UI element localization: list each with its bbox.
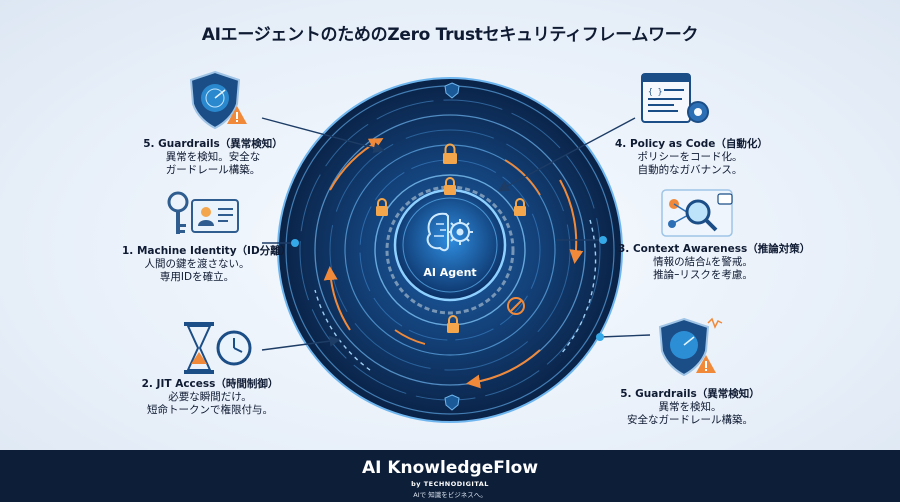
brand-tagline: AIで 知識をビジネスへ。 (413, 491, 487, 499)
key-id-card-icon (167, 191, 239, 234)
node-heading: 2. JIT Access（時間制御） (141, 378, 279, 390)
padlock-icon (376, 198, 388, 216)
padlock-icon (447, 315, 459, 333)
brain-gear-icon (426, 212, 473, 252)
ai-agent-label: AI Agent (423, 266, 477, 279)
node-guardrails-bottom-right: 5. Guardrails（異常検知） 異常を検知。 安全なガードレール構築。 (610, 388, 770, 427)
shield-radar-warning-icon (658, 317, 723, 377)
brand-name: AI KnowledgeFlow (361, 458, 539, 478)
node-machine-identity: 1. Machine Identity（ID分離） 人間の鍵を渡さない。 専用I… (122, 245, 292, 284)
node-line: 専用IDを確立。 (159, 271, 235, 283)
node-jit-access: 2. JIT Access（時間制御） 必要な瞬間だけ。 短命トークンで権限付与… (140, 378, 280, 417)
small-shield-icon (444, 82, 460, 99)
node-heading: 1. Machine Identity（ID分離） (122, 245, 292, 257)
node-line: ポリシーをコード化。 (637, 151, 743, 163)
ai-agent-core (393, 188, 507, 302)
node-line: 自動的なガバナンス。 (637, 164, 743, 176)
node-line: 人間の鍵を渡さない。 (144, 258, 250, 270)
node-line: 推論ｰリスクを考慮。 (653, 269, 753, 281)
magnifier-network-icon (661, 189, 733, 237)
node-heading: 5. Guardrails（異常検知） (143, 138, 283, 150)
small-shield-icon (444, 394, 460, 411)
padlock-icon (514, 198, 526, 216)
node-guardrails-top-left: 5. Guardrails（異常検知） 異常を検知。安全な ガードレール構築。 (143, 138, 283, 177)
node-context-awareness: 3. Context Awareness（推論対策） 情報の結合ﾑを警戒。 推論… (618, 243, 811, 282)
brand-byline: by TECHNODIGITAL (411, 480, 489, 488)
svg-text:{ }: { } (648, 87, 662, 96)
node-heading: 3. Context Awareness（推論対策） (618, 243, 811, 255)
node-line: 異常を検知。 (658, 401, 722, 413)
node-line: 情報の結合ﾑを警戒。 (653, 256, 753, 268)
hourglass-clock-icon (184, 322, 252, 374)
node-heading: 5. Guardrails（異常検知） (620, 388, 760, 400)
shield-radar-warning-icon (189, 70, 247, 130)
node-line: 安全なガードレール構築。 (627, 414, 753, 426)
page-title: AIエージェントのためのZero Trustセキュリティフレームワーク (201, 25, 699, 45)
node-line: 短命トークンで権限付与。 (147, 404, 273, 416)
padlock-icon (444, 177, 456, 195)
blocked-icon (507, 297, 525, 315)
node-line: 異常を検知。安全な (165, 151, 261, 163)
node-line: 必要な瞬間だけ。 (168, 391, 252, 403)
padlock-icon (443, 143, 457, 164)
code-document-gear-icon: { } (641, 73, 709, 123)
footer-banner: AI KnowledgeFlow by TECHNODIGITAL AIで 知識… (0, 450, 900, 502)
zero-trust-rings (261, 77, 651, 423)
node-heading: 4. Policy as Code（自動化） (615, 138, 768, 150)
node-policy-as-code: 4. Policy as Code（自動化） ポリシーをコード化。 自動的なガバ… (615, 138, 768, 177)
diagram-canvas: AIエージェントのためのZero Trustセキュリティフレームワーク (0, 0, 900, 450)
node-line: ガードレール構築。 (165, 164, 261, 176)
